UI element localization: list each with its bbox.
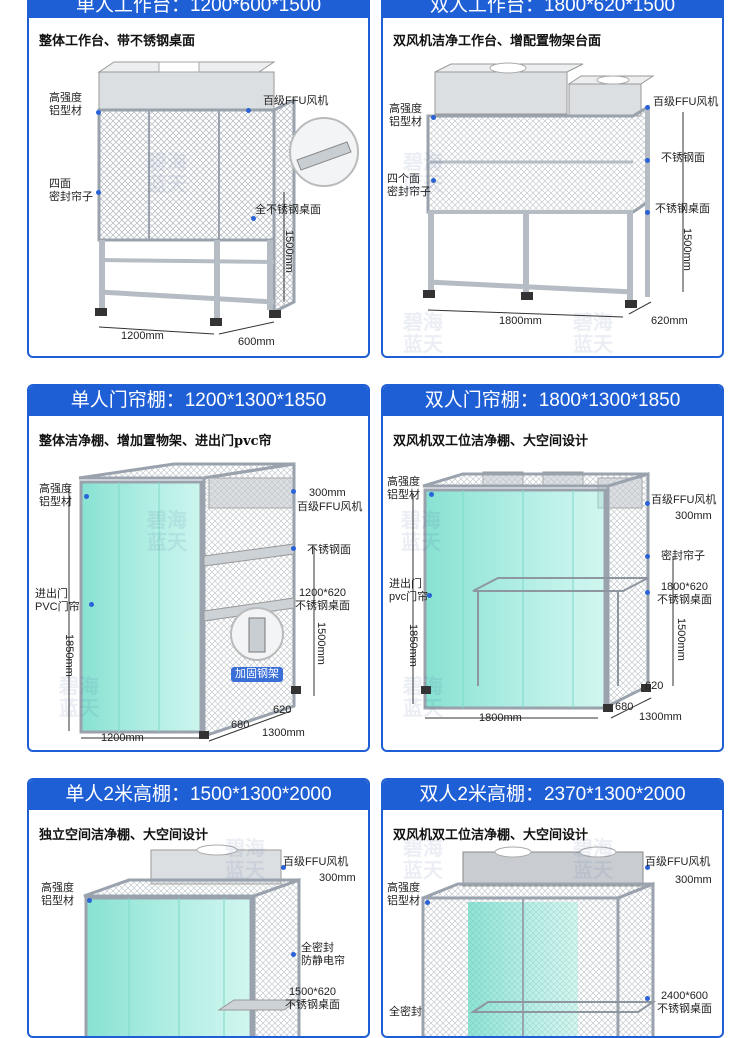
label-curtain: 密封帘子 — [661, 550, 705, 562]
label-desk: 1800*620 不锈钢桌面 — [657, 581, 712, 606]
dim-height-2: 1500mm — [675, 618, 687, 661]
dim-depth: 600mm — [238, 336, 275, 348]
badge-reinforced-frame: 加固钢架 — [231, 667, 283, 682]
dim-width: 1800mm — [499, 315, 542, 327]
dim-height-2: 1500mm — [315, 622, 327, 665]
label-door: 进出门 PVC门帘 — [35, 588, 80, 613]
card-title: 双人门帘棚：1800*1300*1850 — [383, 386, 722, 416]
label-frame: 高强度 铝型材 — [387, 476, 420, 501]
label-ffu: 百级FFU风机 — [651, 494, 717, 506]
booth-illustration — [412, 471, 674, 719]
workbench-illustration — [423, 62, 684, 318]
booth-illustration — [83, 844, 301, 1036]
dim-depth: 620mm — [651, 315, 688, 327]
label-desk: 不锈钢桌面 — [655, 203, 710, 215]
dim-height: 1850mm — [63, 634, 75, 677]
label-ffu-height: 300mm — [319, 872, 356, 884]
product-card-3: 单人门帘棚：1200*1300*1850 整体洁净棚、增加置物架、进出门pvc帘 — [27, 384, 370, 752]
label-curtain: 四面 密封帘子 — [49, 178, 93, 203]
label-frame: 高强度 铝型材 — [39, 483, 72, 508]
dim-height: 1500mm — [681, 228, 693, 271]
card-subtitle: 双风机双工位洁净棚、大空间设计 — [393, 434, 589, 449]
card-subtitle: 独立空间洁净棚、大空间设计 — [39, 828, 209, 843]
card-subtitle: 整体洁净棚、增加置物架、进出门pvc帘 — [39, 434, 272, 449]
dim-depth-1: 680 — [615, 701, 634, 713]
dim-depth: 1300mm — [262, 727, 305, 739]
workbench-illustration — [95, 61, 359, 335]
card-subtitle: 整体工作台、带不锈钢桌面 — [39, 34, 196, 49]
label-ffu: 百级FFU风机 — [297, 501, 363, 513]
label-shelf: 不锈钢面 — [661, 152, 705, 164]
product-card-2: 双人工作台：1800*620*1500 双风机洁净工作台、增配置物架台面 — [381, 0, 724, 358]
label-desk: 2400*600 不锈钢桌面 — [657, 990, 712, 1015]
label-shelf: 不锈钢面 — [307, 544, 351, 556]
dim-height: 1850mm — [407, 624, 419, 667]
card-title: 单人门帘棚：1200*1300*1850 — [29, 386, 368, 416]
product-card-4: 双人门帘棚：1800*1300*1850 双风机双工位洁净棚、大空间设计 — [381, 384, 724, 752]
dim-depth-1: 680 — [231, 719, 250, 731]
dim-depth-2: 620 — [645, 680, 664, 692]
card-title: 双人工作台：1800*620*1500 — [383, 0, 722, 18]
booth-illustration — [68, 462, 315, 742]
label-desk: 全不锈钢桌面 — [255, 204, 321, 216]
label-curtain: 四个面 密封帘子 — [387, 173, 431, 198]
label-desk: 1500*620 不锈钢桌面 — [285, 986, 340, 1011]
label-curtain: 全密封 — [389, 1006, 422, 1018]
product-card-6: 双人2米高棚：2370*1300*2000 双风机双工位洁净棚、大空间设计 高强… — [381, 778, 724, 1038]
label-ffu-height: 300mm — [675, 510, 712, 522]
label-frame: 高强度 铝型材 — [49, 92, 82, 117]
dim-width: 1200mm — [121, 330, 164, 342]
dim-depth-2: 620 — [273, 704, 292, 716]
label-ffu: 百级FFU风机 — [653, 96, 719, 108]
label-ffu-height: 300mm — [309, 487, 346, 499]
dim-height: 1500mm — [283, 230, 295, 273]
label-curtain: 全密封 防静电帘 — [301, 942, 345, 967]
product-card-5: 单人2米高棚：1500*1300*2000 独立空间洁净棚、大空间设计 高强度 … — [27, 778, 370, 1038]
label-frame: 高强度 铝型材 — [389, 103, 422, 128]
label-door: 进出门 pvc门帘 — [389, 578, 429, 603]
product-card-1: 单人工作台：1200*600*1500 整体工作台、带不锈钢桌面 — [27, 0, 370, 358]
dim-depth: 1300mm — [639, 711, 682, 723]
card-title: 单人2米高棚：1500*1300*2000 — [29, 780, 368, 810]
label-ffu-height: 300mm — [675, 874, 712, 886]
label-ffu: 百级FFU风机 — [263, 95, 329, 107]
card-title: 单人工作台：1200*600*1500 — [29, 0, 368, 18]
label-ffu: 百级FFU风机 — [645, 856, 711, 868]
card-title: 双人2米高棚：2370*1300*2000 — [383, 780, 722, 810]
booth-illustration — [421, 846, 657, 1036]
dim-width: 1200mm — [101, 732, 144, 744]
label-ffu: 百级FFU风机 — [283, 856, 349, 868]
label-frame: 高强度 铝型材 — [387, 882, 420, 907]
card-subtitle: 双风机洁净工作台、增配置物架台面 — [393, 34, 602, 49]
dim-width: 1800mm — [479, 712, 522, 724]
label-desk: 1200*620 不锈钢桌面 — [295, 587, 350, 612]
label-frame: 高强度 铝型材 — [41, 882, 74, 907]
card-subtitle: 双风机双工位洁净棚、大空间设计 — [393, 828, 589, 843]
